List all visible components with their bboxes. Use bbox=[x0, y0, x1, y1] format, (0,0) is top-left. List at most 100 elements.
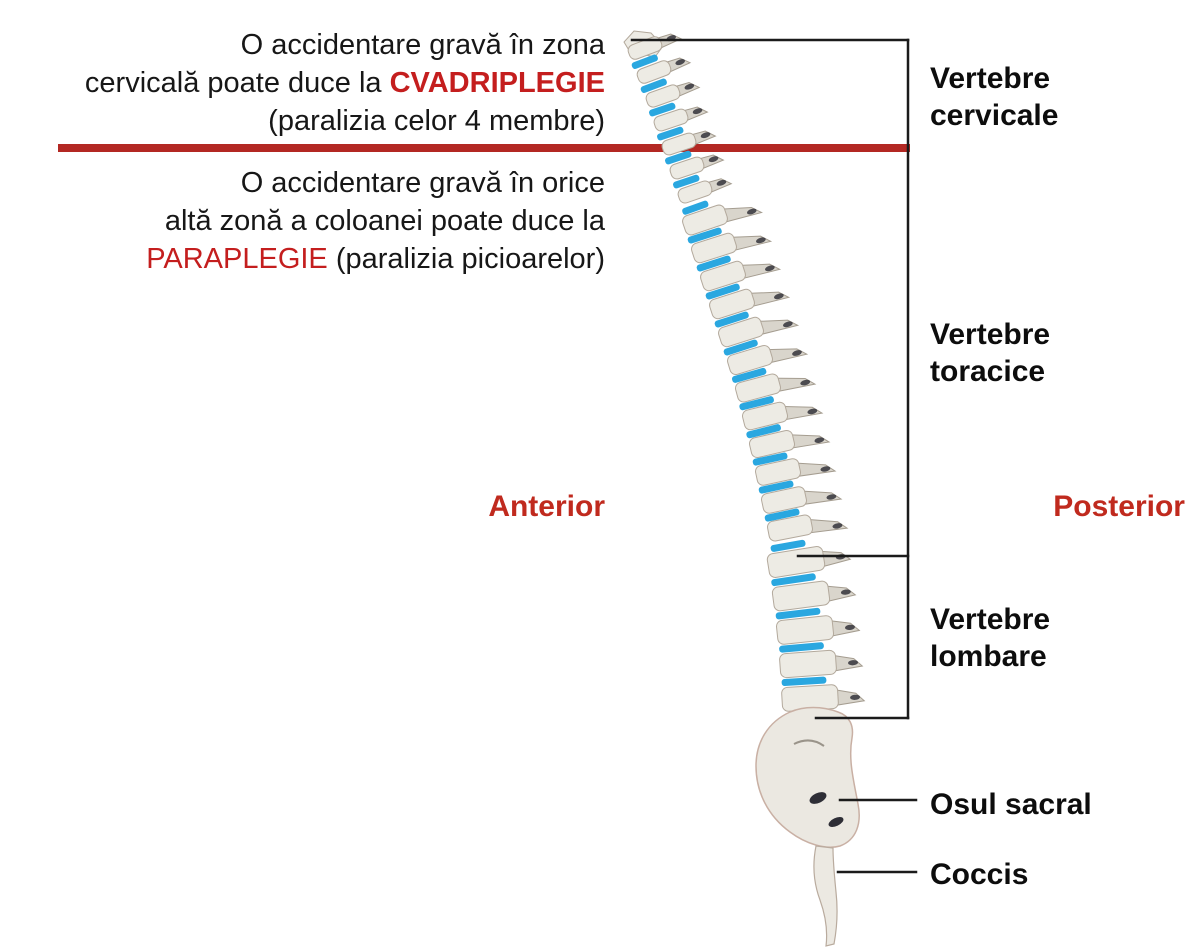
spinous-process bbox=[758, 348, 809, 365]
warning-line: altă zonă a coloanei poate duce la bbox=[0, 202, 605, 240]
vertebral-body bbox=[718, 316, 764, 348]
anterior-label: Anterior bbox=[488, 490, 605, 523]
process-shadow bbox=[826, 494, 837, 500]
intervertebral-disc bbox=[682, 200, 709, 215]
vertebra bbox=[727, 345, 809, 375]
spinous-process bbox=[821, 619, 861, 639]
vertebral-body bbox=[779, 649, 837, 679]
spinous-process bbox=[658, 57, 692, 76]
vertebral-body bbox=[677, 180, 713, 204]
process-shadow bbox=[765, 265, 775, 272]
vertebral-body bbox=[749, 429, 795, 459]
vertebra bbox=[691, 232, 773, 264]
vertebra bbox=[735, 373, 817, 403]
intervertebral-disc bbox=[705, 283, 740, 300]
vertebra bbox=[771, 580, 857, 612]
vertebral-body bbox=[755, 458, 801, 486]
warning-text: (paralizia celor 4 membre) bbox=[268, 105, 605, 137]
intervertebral-disc bbox=[746, 424, 781, 439]
process-shadow bbox=[820, 466, 831, 472]
intervertebral-disc bbox=[739, 396, 774, 411]
warning-line: cervicală poate duce la CVADRIPLEGIE bbox=[0, 64, 605, 102]
intervertebral-disc bbox=[758, 480, 794, 494]
vertebra bbox=[645, 82, 701, 108]
cvadriplegie-term: CVADRIPLEGIE bbox=[389, 67, 605, 99]
vertebral-body bbox=[766, 546, 826, 578]
vertebral-body bbox=[767, 514, 813, 542]
cervical-warning-text: O accidentare gravă în zona cervicală po… bbox=[0, 26, 605, 140]
vertebral-body bbox=[727, 345, 773, 375]
spinous-process bbox=[722, 235, 773, 253]
process-shadow bbox=[684, 83, 695, 90]
intervertebral-disc bbox=[673, 174, 700, 189]
intervertebral-disc bbox=[640, 78, 667, 93]
spinous-process bbox=[649, 33, 683, 52]
label-vertebre-cervicale: Vertebre cervicale bbox=[930, 62, 1059, 132]
warning-line: O accidentare gravă în orice bbox=[0, 164, 605, 202]
spinous-process bbox=[675, 106, 709, 125]
vertebral-body bbox=[669, 156, 705, 180]
process-shadow bbox=[746, 208, 757, 215]
spinous-process bbox=[740, 291, 791, 309]
spinous-process bbox=[691, 154, 725, 173]
process-shadow bbox=[792, 350, 802, 356]
spinous-process bbox=[667, 82, 701, 100]
vertebra bbox=[709, 288, 791, 320]
spinous-process bbox=[749, 319, 800, 337]
vertebra bbox=[653, 106, 709, 132]
intervertebral-disc bbox=[657, 126, 684, 141]
vertebral-body bbox=[700, 260, 746, 292]
vertebral-body bbox=[709, 288, 755, 320]
process-shadow bbox=[832, 523, 843, 529]
label-vertebre-lombare: Vertebre lombare bbox=[930, 603, 1051, 673]
process-shadow bbox=[807, 408, 818, 415]
intervertebral-disc bbox=[723, 339, 758, 356]
intervertebral-disc bbox=[665, 150, 692, 165]
intervertebral-disc bbox=[764, 508, 800, 522]
vertebra bbox=[761, 486, 843, 514]
spinous-process bbox=[699, 178, 733, 197]
vertebra bbox=[627, 33, 683, 60]
cervical-divider-red-line bbox=[58, 144, 910, 152]
intervertebral-disc bbox=[631, 54, 658, 69]
process-shadow bbox=[850, 694, 861, 700]
intervertebral-disc bbox=[732, 367, 767, 383]
spinous-process bbox=[826, 687, 866, 708]
vertebra-layer bbox=[627, 33, 866, 712]
vertebral-body bbox=[653, 108, 689, 132]
sacrum bbox=[755, 706, 860, 848]
vertebral-body bbox=[781, 684, 839, 712]
vertebra bbox=[636, 57, 692, 84]
coccyx bbox=[813, 845, 838, 947]
process-shadow bbox=[774, 293, 784, 300]
warning-text: cervicală poate duce la bbox=[84, 67, 382, 99]
process-shadow bbox=[848, 660, 859, 666]
vertebral-body bbox=[775, 615, 835, 645]
intervertebral-disc bbox=[687, 227, 722, 244]
process-shadow bbox=[708, 156, 719, 163]
intervertebral-disc bbox=[649, 102, 676, 117]
process-shadow bbox=[814, 437, 825, 443]
sacral-foramen bbox=[828, 817, 844, 827]
process-shadow bbox=[692, 108, 703, 115]
process-shadow bbox=[700, 132, 711, 139]
process-shadow bbox=[716, 179, 727, 186]
warning-text: O accidentare gravă în orice bbox=[240, 167, 605, 199]
warning-line: O accidentare gravă în zona bbox=[0, 26, 605, 64]
posterior-label: Posterior bbox=[1053, 490, 1185, 523]
vertebra bbox=[682, 204, 763, 236]
label-coccis: Coccis bbox=[930, 858, 1029, 891]
general-warning-text: O accidentare gravă în orice altă zonă a… bbox=[0, 164, 605, 278]
vertebral-body bbox=[691, 232, 737, 264]
intervertebral-disc bbox=[696, 255, 731, 272]
intervertebral-disc bbox=[781, 676, 827, 686]
spinous-process bbox=[774, 405, 824, 422]
intervertebral-disc bbox=[770, 539, 806, 552]
process-shadow bbox=[783, 321, 793, 328]
label-osul-sacral: Osul sacral bbox=[930, 788, 1092, 821]
process-shadow bbox=[840, 589, 851, 595]
bracket-lines bbox=[630, 38, 918, 874]
vertebra bbox=[766, 546, 852, 578]
warning-text: altă zonă a coloanei poate duce la bbox=[164, 205, 605, 237]
